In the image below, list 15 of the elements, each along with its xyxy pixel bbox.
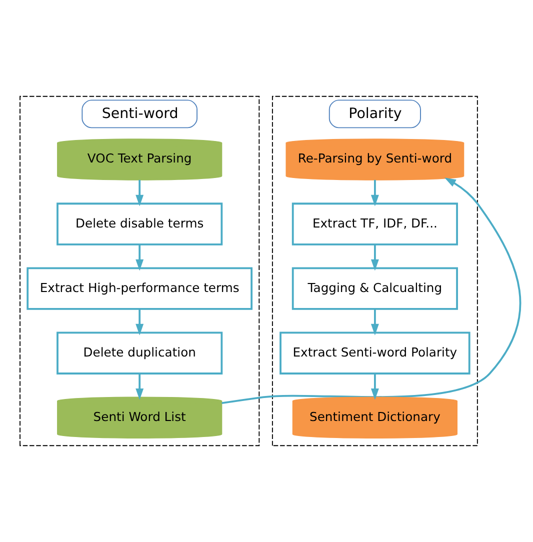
arrow — [370, 244, 379, 271]
node-box: Delete disable terms — [56, 202, 223, 246]
arrow — [370, 308, 379, 336]
arrow — [370, 180, 379, 206]
node-box: Extract Senti-word Polarity — [280, 332, 470, 374]
arrow — [136, 374, 144, 400]
node-box: Delete duplication — [56, 332, 223, 374]
arrow — [136, 180, 144, 206]
arrow — [136, 308, 144, 336]
node-box: Tagging & Calcualting — [292, 267, 458, 310]
arrow — [136, 244, 144, 271]
arrow — [222, 178, 522, 404]
arrow — [370, 374, 379, 400]
node-box: Extract TF, IDF, DF... — [292, 202, 458, 246]
node-box: Extract High-performance terms — [26, 267, 253, 310]
